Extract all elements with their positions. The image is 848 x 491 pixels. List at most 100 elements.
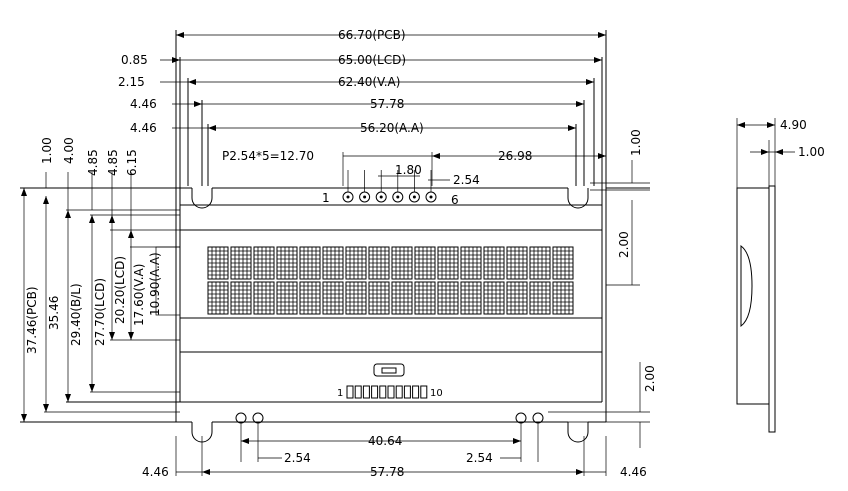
dim-lcd-inner-height: 20.20(LCD) bbox=[113, 256, 127, 324]
dim-right-2-00-bottom: 2.00 bbox=[643, 365, 657, 392]
char-cell bbox=[207, 246, 229, 280]
right-dimensions: 1.00 2.00 2.00 bbox=[548, 129, 657, 448]
dim-pin-pitch: P2.54*5=12.70 bbox=[222, 149, 314, 163]
bottom-pad bbox=[395, 385, 403, 399]
bottom-pin-last-label: 10 bbox=[430, 388, 443, 399]
dim-pitch-width: 57.78 bbox=[370, 97, 404, 111]
dim-top-6-15: 6.15 bbox=[125, 149, 139, 176]
dim-bottom-span: 40.64 bbox=[368, 434, 402, 448]
top-pin-first-label: 1 bbox=[322, 191, 330, 205]
bottom-pad bbox=[379, 385, 387, 399]
char-cell bbox=[414, 281, 436, 315]
top-pin-center bbox=[346, 195, 350, 199]
top-pin-center bbox=[363, 195, 367, 199]
top-right-mount-hole bbox=[567, 188, 589, 209]
bottom-pad bbox=[412, 385, 420, 399]
top-pin-center bbox=[396, 195, 400, 199]
dim-right-2-00-top: 2.00 bbox=[617, 231, 631, 258]
char-cell bbox=[391, 246, 413, 280]
side-module-body bbox=[736, 187, 770, 405]
char-cell bbox=[253, 246, 275, 280]
dim-bottom-right-hole: 4.46 bbox=[620, 465, 647, 479]
top-pin-center bbox=[412, 195, 416, 199]
char-cell bbox=[483, 246, 505, 280]
top-pin-center bbox=[429, 195, 433, 199]
dim-bottom-right-pitch: 2.54 bbox=[466, 451, 493, 465]
bottom-pad bbox=[354, 385, 362, 399]
char-cell bbox=[322, 281, 344, 315]
char-cell bbox=[460, 281, 482, 315]
dim-pin-edge: 26.98 bbox=[498, 149, 532, 163]
dim-bl-height: 29.40(B/L) bbox=[69, 283, 83, 346]
char-cell bbox=[345, 246, 367, 280]
bottom-mount-pins bbox=[235, 412, 544, 462]
dim-pcb-width: 66.70(PCB) bbox=[338, 28, 406, 42]
char-cell bbox=[460, 246, 482, 280]
side-contact bbox=[740, 245, 753, 327]
char-cell bbox=[230, 281, 252, 315]
connector-tab bbox=[373, 363, 405, 377]
char-cell bbox=[552, 281, 574, 315]
dim-left-2-15: 2.15 bbox=[118, 75, 145, 89]
bottom-pad-row bbox=[346, 385, 428, 399]
char-cell bbox=[552, 246, 574, 280]
front-view bbox=[20, 30, 650, 443]
character-matrix bbox=[207, 246, 574, 315]
bottom-pad bbox=[346, 385, 354, 399]
top-left-mount-hole bbox=[191, 188, 213, 209]
char-cell bbox=[253, 281, 275, 315]
bottom-pad bbox=[420, 385, 428, 399]
bottom-pin-first-label: 1 bbox=[337, 388, 343, 399]
char-cell bbox=[483, 281, 505, 315]
dim-pin-spacing: 2.54 bbox=[453, 173, 480, 187]
char-cell bbox=[529, 281, 551, 315]
char-cell bbox=[391, 281, 413, 315]
dim-bl-outer: 35.46 bbox=[47, 296, 61, 330]
dim-left-0-85: 0.85 bbox=[121, 53, 148, 67]
dim-left-4-46-b: 4.46 bbox=[130, 121, 157, 135]
dim-va-height: 17.60(V.A) bbox=[132, 264, 146, 326]
top-pin-last-label: 6 bbox=[451, 193, 459, 207]
char-cell bbox=[276, 246, 298, 280]
top-dimensions: 66.70(PCB) 0.85 65.00(LCD) 2.15 62.40(V.… bbox=[118, 28, 606, 187]
char-cell bbox=[276, 281, 298, 315]
dim-top-4-85-a: 4.85 bbox=[86, 149, 100, 176]
dim-pin-width: 1.80 bbox=[395, 163, 422, 177]
char-cell bbox=[414, 246, 436, 280]
char-cell bbox=[207, 281, 229, 315]
side-dim-thickness: 4.90 bbox=[780, 118, 807, 132]
dim-aa-height: 10.90(A.A) bbox=[148, 252, 162, 316]
char-cell bbox=[529, 246, 551, 280]
bottom-pad bbox=[362, 385, 370, 399]
char-cell bbox=[437, 281, 459, 315]
top-pin-header bbox=[342, 170, 437, 203]
dim-left-4-46-a: 4.46 bbox=[130, 97, 157, 111]
bottom-dimensions: 40.64 2.54 2.54 4.46 57.78 4.46 bbox=[142, 434, 647, 479]
char-cell bbox=[299, 246, 321, 280]
dim-aa-width: 56.20(A.A) bbox=[360, 121, 424, 135]
char-cell bbox=[322, 246, 344, 280]
side-pcb bbox=[768, 185, 776, 433]
char-cell bbox=[506, 281, 528, 315]
char-cell bbox=[299, 281, 321, 315]
bottom-right-mount-hole bbox=[567, 422, 589, 443]
dim-bottom-left-pitch: 2.54 bbox=[284, 451, 311, 465]
connector-tab-inner bbox=[381, 367, 397, 374]
dim-lcd-height: 27.70(LCD) bbox=[93, 278, 107, 346]
top-pin-center bbox=[379, 195, 383, 199]
dim-pcb-height: 37.46(PCB) bbox=[25, 286, 39, 354]
dim-bottom-center: 57.78 bbox=[370, 465, 404, 479]
left-dimensions: 1.00 4.00 4.85 4.85 6.15 37.46(PCB) 35.4… bbox=[21, 137, 162, 422]
char-cell bbox=[368, 246, 390, 280]
bottom-pad bbox=[387, 385, 395, 399]
dim-va-width: 62.40(V.A) bbox=[338, 75, 400, 89]
dim-lcd-width: 65.00(LCD) bbox=[338, 53, 406, 67]
char-cell bbox=[345, 281, 367, 315]
bottom-pad bbox=[371, 385, 379, 399]
char-cell bbox=[437, 246, 459, 280]
dim-right-1-00: 1.00 bbox=[629, 129, 643, 156]
bottom-connector: 1 10 bbox=[337, 363, 443, 399]
char-cell bbox=[506, 246, 528, 280]
char-cell bbox=[368, 281, 390, 315]
